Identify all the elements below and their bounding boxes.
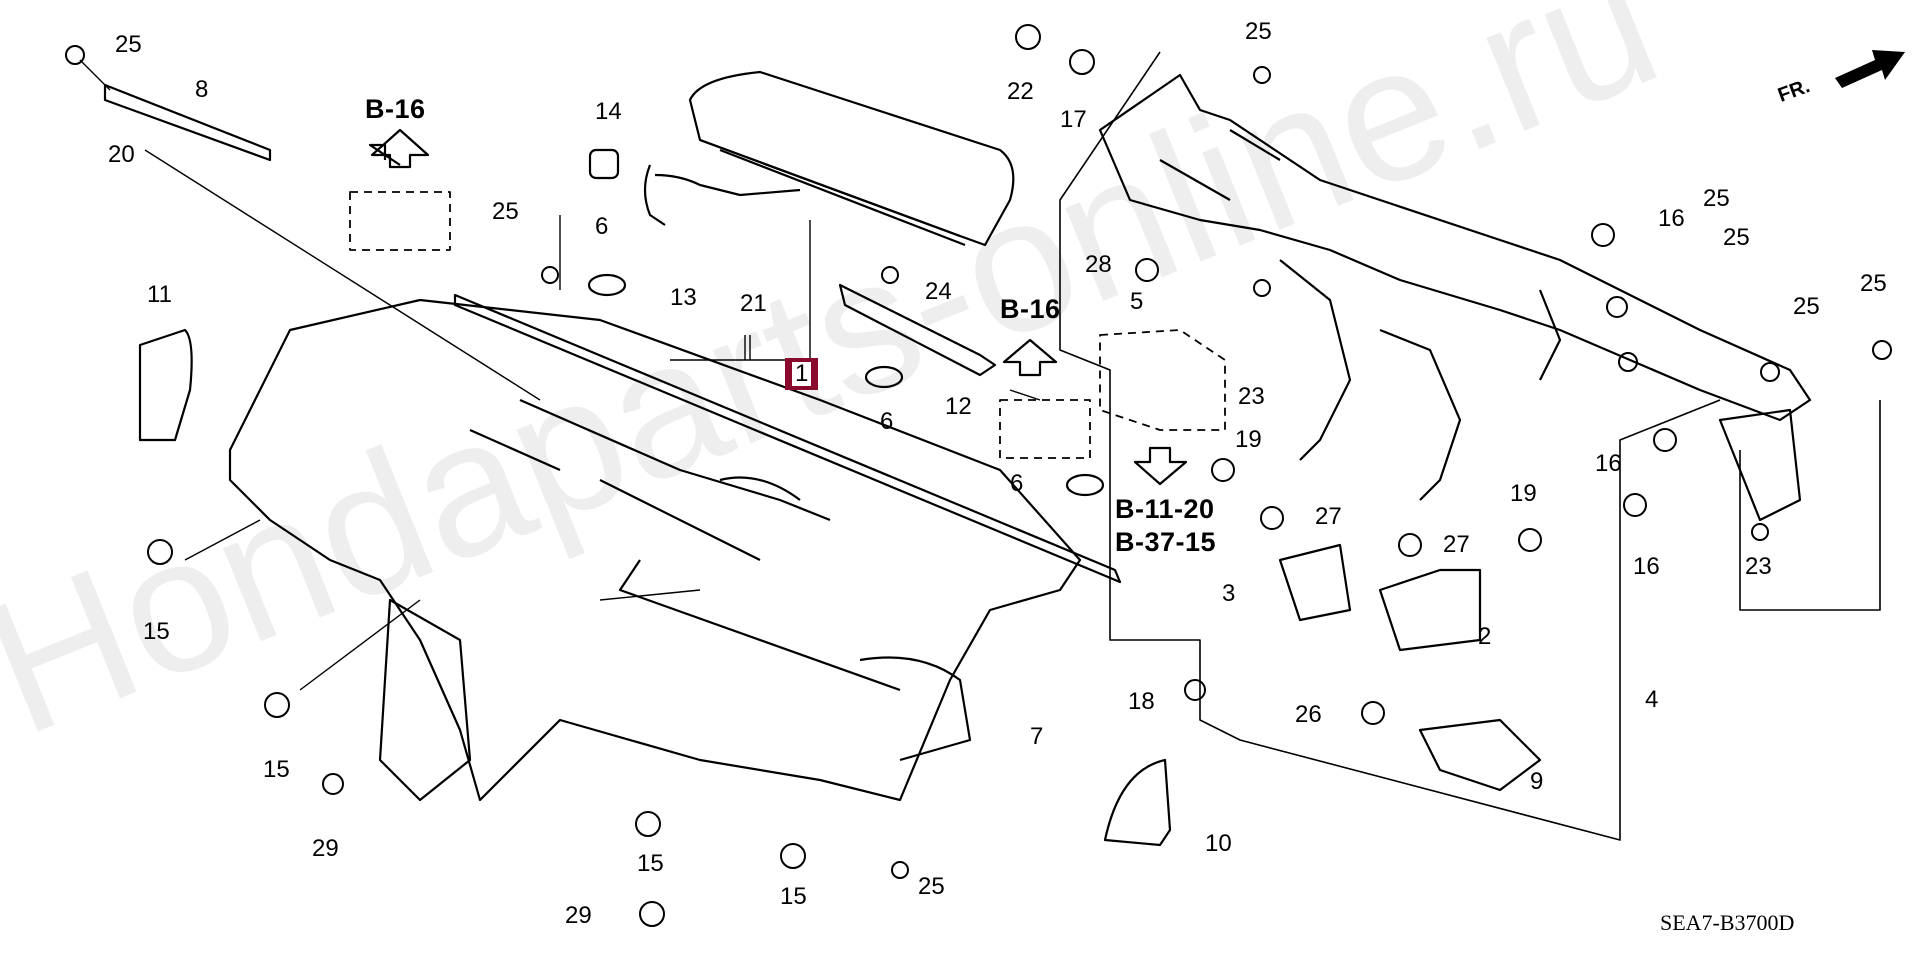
callout-23[interactable]: 23 <box>1238 383 1265 410</box>
callout-16[interactable]: 16 <box>1595 450 1622 477</box>
callout-19[interactable]: 19 <box>1235 426 1262 453</box>
reference-b11-20[interactable]: B-11-20 <box>1115 494 1215 524</box>
callout-25[interactable]: 25 <box>918 873 945 900</box>
callout-9[interactable]: 9 <box>1530 768 1544 795</box>
down-arrow <box>1133 446 1188 486</box>
steering-hanger-beam <box>1098 73 1812 422</box>
up-arrow-2 <box>1002 338 1058 377</box>
callout-25[interactable]: 25 <box>1723 224 1750 251</box>
callout-25[interactable]: 25 <box>115 31 142 58</box>
callout-7[interactable]: 7 <box>1030 723 1044 750</box>
dashboard-shape <box>228 298 1082 802</box>
callout-25[interactable]: 25 <box>1703 185 1730 212</box>
callout-17[interactable]: 17 <box>1060 106 1087 133</box>
callout-15[interactable]: 15 <box>637 850 664 877</box>
callout-1-label: 1 <box>792 362 812 386</box>
callout-25[interactable]: 25 <box>1245 18 1272 45</box>
callout-29[interactable]: 29 <box>312 835 339 862</box>
callout-16[interactable]: 16 <box>1658 205 1685 232</box>
up-arrow-1 <box>368 128 430 169</box>
airbag-module-shape <box>688 70 1015 247</box>
callout-29[interactable]: 29 <box>565 902 592 929</box>
callout-20[interactable]: 20 <box>108 141 135 168</box>
callout-27[interactable]: 27 <box>1315 503 1342 530</box>
callout-19[interactable]: 19 <box>1510 480 1537 507</box>
callout-25[interactable]: 25 <box>1860 270 1887 297</box>
callout-15[interactable]: 15 <box>780 883 807 910</box>
callout-26[interactable]: 26 <box>1295 701 1322 728</box>
reference-b37-15[interactable]: B-37-15 <box>1115 527 1217 557</box>
callout-23[interactable]: 23 <box>1745 553 1772 580</box>
front-arrow-icon <box>1835 50 1905 88</box>
callout-18[interactable]: 18 <box>1128 688 1155 715</box>
callout-6[interactable]: 6 <box>880 408 894 435</box>
callout-4[interactable]: 4 <box>1645 686 1659 713</box>
reference-b16-top[interactable]: B-16 <box>365 94 426 124</box>
callout-3[interactable]: 3 <box>1222 580 1236 607</box>
callout-14[interactable]: 14 <box>595 98 622 125</box>
callout-27[interactable]: 27 <box>1443 531 1470 558</box>
callout-22[interactable]: 22 <box>1007 78 1034 105</box>
callout-6[interactable]: 6 <box>1010 470 1024 497</box>
callout-12[interactable]: 12 <box>945 393 972 420</box>
reference-b16-middle[interactable]: B-16 <box>1000 294 1061 324</box>
callout-2[interactable]: 2 <box>1478 623 1492 650</box>
callout-25[interactable]: 25 <box>492 198 519 225</box>
callout-8[interactable]: 8 <box>195 76 209 103</box>
callout-13[interactable]: 13 <box>670 284 697 311</box>
callout-21[interactable]: 21 <box>740 290 767 317</box>
callout-11[interactable]: 11 <box>147 281 172 308</box>
callout-6[interactable]: 6 <box>595 213 609 240</box>
callout-16[interactable]: 16 <box>1633 553 1660 580</box>
callout-5[interactable]: 5 <box>1130 288 1144 315</box>
callout-15[interactable]: 15 <box>143 618 170 645</box>
callout-28[interactable]: 28 <box>1085 251 1112 278</box>
callout-24[interactable]: 24 <box>925 278 952 305</box>
callout-1-highlighted[interactable]: 1 <box>785 358 819 390</box>
diagram-code: SEA7-B3700D <box>1660 910 1795 935</box>
callout-25[interactable]: 25 <box>1793 293 1820 320</box>
callout-10[interactable]: 10 <box>1205 830 1232 857</box>
callout-15[interactable]: 15 <box>263 756 290 783</box>
